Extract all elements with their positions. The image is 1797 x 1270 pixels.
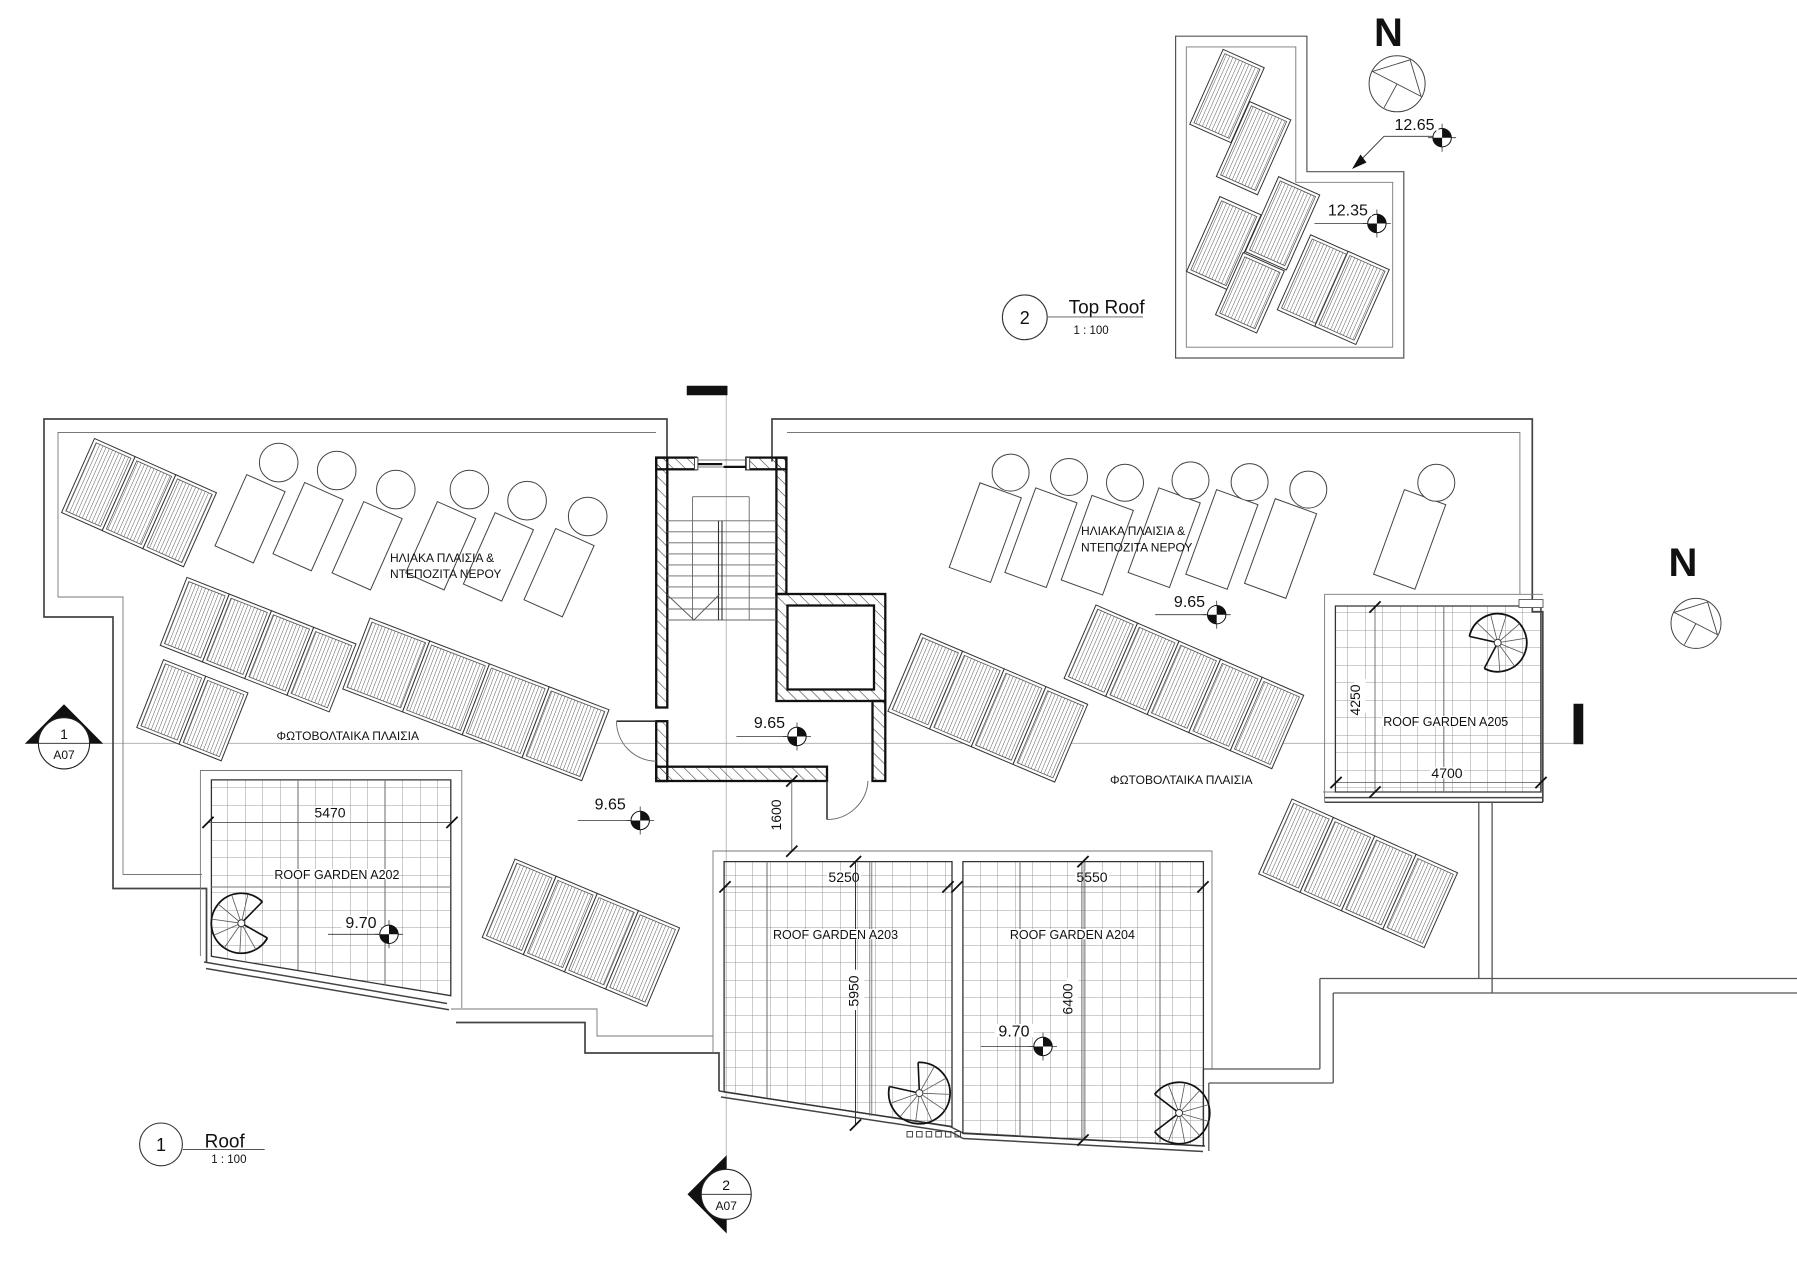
svg-text:N: N [1669, 541, 1698, 585]
svg-text:ROOF GARDEN A205: ROOF GARDEN A205 [1383, 715, 1508, 729]
svg-text:ΗΛΙΑΚΑ ΠΛΑΙΣΙΑ &: ΗΛΙΑΚΑ ΠΛΑΙΣΙΑ & [390, 551, 494, 565]
svg-text:9.65: 9.65 [595, 797, 626, 814]
svg-text:9.70: 9.70 [345, 915, 376, 932]
svg-text:Roof: Roof [205, 1132, 246, 1153]
svg-text:Top Roof: Top Roof [1069, 298, 1146, 319]
svg-text:ΦΩΤΟΒΟΛΤΑΙΚΑ ΠΛΑΙΣΙΑ: ΦΩΤΟΒΟΛΤΑΙΚΑ ΠΛΑΙΣΙΑ [1110, 773, 1252, 787]
svg-text:ROOF GARDEN A204: ROOF GARDEN A204 [1010, 928, 1135, 942]
svg-text:1 : 100: 1 : 100 [1074, 325, 1109, 337]
svg-text:A07: A07 [716, 1199, 738, 1213]
svg-text:2: 2 [1020, 308, 1030, 328]
svg-text:N: N [1374, 11, 1403, 55]
svg-text:1: 1 [156, 1135, 166, 1155]
svg-text:4250: 4250 [1347, 684, 1363, 715]
svg-text:1: 1 [60, 726, 68, 742]
svg-text:12.65: 12.65 [1394, 117, 1434, 134]
svg-text:5470: 5470 [314, 805, 345, 821]
svg-text:1 : 100: 1 : 100 [211, 1154, 246, 1166]
svg-text:ΗΛΙΑΚΑ ΠΛΑΙΣΙΑ &: ΗΛΙΑΚΑ ΠΛΑΙΣΙΑ & [1081, 524, 1185, 538]
svg-text:ΝΤΕΠΟΖΙΤΑ ΝΕΡΟΥ: ΝΤΕΠΟΖΙΤΑ ΝΕΡΟΥ [390, 567, 501, 581]
svg-text:ROOF GARDEN A203: ROOF GARDEN A203 [773, 928, 898, 942]
svg-text:9.65: 9.65 [754, 715, 785, 732]
svg-text:2: 2 [722, 1177, 730, 1193]
svg-text:9.65: 9.65 [1174, 594, 1205, 611]
svg-text:ROOF GARDEN A202: ROOF GARDEN A202 [274, 868, 399, 882]
svg-text:6400: 6400 [1060, 983, 1076, 1014]
svg-text:9.70: 9.70 [998, 1024, 1029, 1041]
svg-text:5950: 5950 [846, 975, 862, 1006]
svg-text:5250: 5250 [828, 869, 859, 885]
svg-text:A07: A07 [53, 748, 75, 762]
svg-text:4700: 4700 [1431, 765, 1462, 781]
svg-text:5550: 5550 [1076, 869, 1107, 885]
svg-text:ΝΤΕΠΟΖΙΤΑ ΝΕΡΟΥ: ΝΤΕΠΟΖΙΤΑ ΝΕΡΟΥ [1081, 541, 1192, 555]
svg-text:12.35: 12.35 [1328, 203, 1368, 220]
svg-text:ΦΩΤΟΒΟΛΤΑΙΚΑ ΠΛΑΙΣΙΑ: ΦΩΤΟΒΟΛΤΑΙΚΑ ΠΛΑΙΣΙΑ [277, 729, 419, 743]
svg-text:1600: 1600 [768, 799, 784, 830]
